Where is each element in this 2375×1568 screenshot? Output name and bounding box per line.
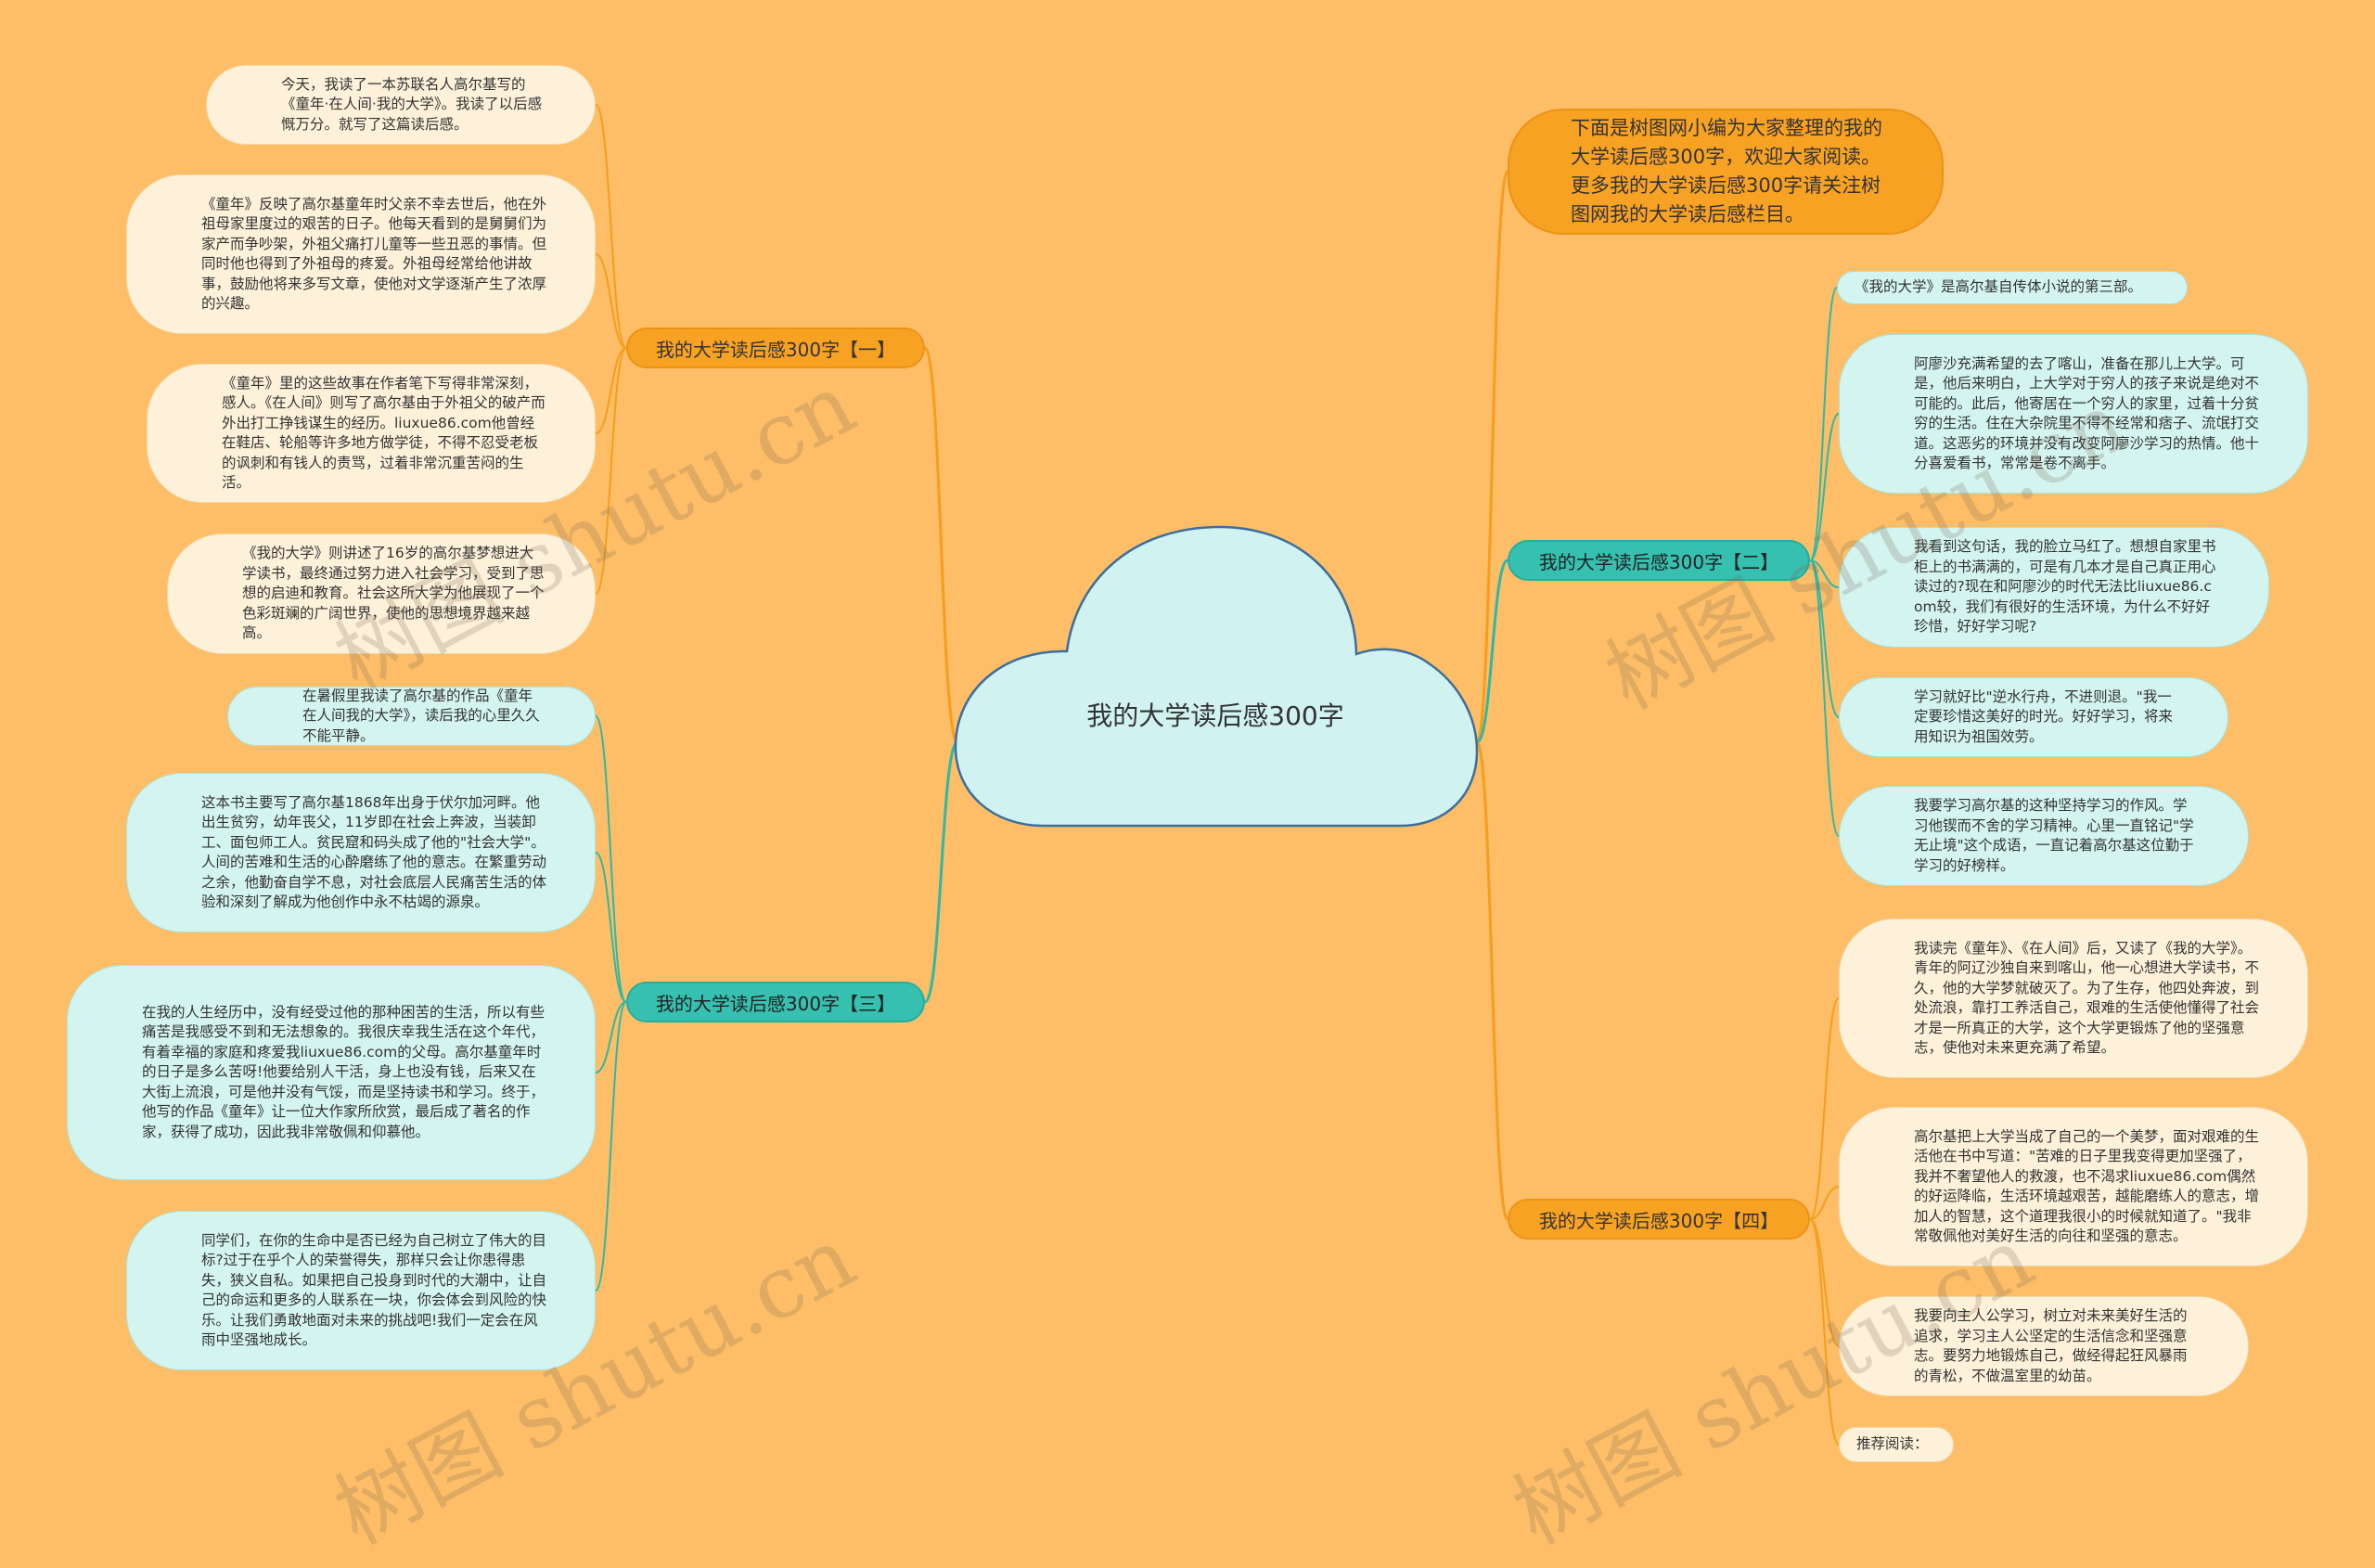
connector-line: [1809, 287, 1838, 561]
connector-line: [923, 740, 959, 1004]
connector-line: [1475, 559, 1509, 744]
branch-1-item-4[interactable]: 《我的大学》则讲述了16岁的高尔基梦想进大学读书，最终通过努力进入社会学习，受到…: [167, 533, 596, 654]
center-cloud[interactable]: [954, 525, 1479, 828]
connector-line: [595, 1001, 627, 1292]
branch-2-item-4[interactable]: 学习就好比"逆水行舟，不进则退。"我一定要珍惜这美好的时光。好好学习，将来用知识…: [1839, 677, 2228, 757]
connector-line: [1475, 170, 1509, 744]
intro-text: 下面是树图网小编为大家整理的我的大学读后感300字，欢迎大家阅读。更多我的大学读…: [1571, 117, 1882, 225]
branch-2-item-1[interactable]: 《我的大学》是高尔基自传体小说的第三部。: [1837, 271, 2188, 304]
branch-3-item-4[interactable]: 同学们，在你的生命中是否已经为自己树立了伟大的目标?过于在乎个人的荣誉得失，那样…: [126, 1211, 596, 1370]
branch-3-item-3[interactable]: 在我的人生经历中，没有经受过他的那种困苦的生活，所以有些痛苦是我感受不到和无法想…: [67, 965, 596, 1180]
branch-1-item-3[interactable]: 《童年》里的这些故事在作者笔下写得非常深刻，感人。《在人间》则写了高尔基由于外祖…: [147, 364, 596, 503]
branch-2-item-3[interactable]: 我看到这句话，我的脸立马红了。想想自家里书柜上的书满满的，可是有几本才是自己真正…: [1839, 527, 2269, 648]
branch-2-item-2[interactable]: 阿廖沙充满希望的去了喀山，准备在那儿上大学。可是，他后来明白，上大学对于穷人的孩…: [1839, 334, 2308, 494]
connector-line: [595, 104, 627, 349]
connector-line: [595, 715, 627, 1003]
mindmap-canvas: 我的大学读后感300字 下面是树图网小编为大家整理的我的大学读后感300字，欢迎…: [67, 65, 2308, 1563]
connector-line: [595, 347, 627, 434]
connector-line: [595, 852, 627, 1003]
branch-1-node[interactable]: 我的大学读后感300字【一】: [626, 328, 925, 368]
connector-line: [1809, 1218, 1840, 1446]
connector-line: [1809, 997, 1840, 1220]
connector-line: [595, 253, 627, 349]
branch-1-label: 我的大学读后感300字【一】: [655, 338, 896, 361]
mindmap-links: [595, 104, 1840, 1446]
connector-line: [923, 346, 959, 744]
branch-1-item-2[interactable]: 《童年》反映了高尔基童年时父亲不幸去世后，他在外祖母家里度过的艰苦的日子。他每天…: [126, 174, 596, 334]
branch-1-item-1[interactable]: 今天，我读了一本苏联名人高尔基写的《童年·在人间·我的大学》。我读了以后感慨万分…: [206, 65, 596, 145]
connector-line: [1475, 740, 1509, 1221]
branch-2-node[interactable]: 我的大学读后感300字【二】: [1508, 540, 1810, 581]
connector-line: [1809, 1186, 1840, 1220]
connector-line: [1809, 559, 1840, 588]
intro-node[interactable]: 下面是树图网小编为大家整理的我的大学读后感300字，欢迎大家阅读。更多我的大学读…: [1508, 109, 1944, 235]
branch-3-item-2[interactable]: 这本书主要写了高尔基1868年出身于伏尔加河畔。他出生贫穷，幼年丧父，11岁即在…: [126, 773, 596, 932]
branch-4-item-1[interactable]: 我读完《童年》、《在人间》后，又读了《我的大学》。青年的阿辽沙独自来到喀山，他一…: [1839, 919, 2308, 1078]
connector-line: [1809, 559, 1840, 718]
connector-line: [595, 1001, 627, 1073]
branch-4-node[interactable]: 我的大学读后感300字【四】: [1508, 1199, 1810, 1240]
branch-4-item-4[interactable]: 推荐阅读：: [1839, 1427, 1954, 1462]
connector-line: [1809, 559, 1840, 837]
branch-2-item-5[interactable]: 我要学习高尔基的这种坚持学习的作风。学习他锲而不舍的学习精神。心里一直铭记"学无…: [1839, 786, 2249, 886]
branch-2-label: 我的大学读后感300字【二】: [1538, 550, 1779, 573]
branch-3-node[interactable]: 我的大学读后感300字【三】: [626, 982, 925, 1022]
branch-4-item-2[interactable]: 高尔基把上大学当成了自己的一个美梦，面对艰难的生活他在书中写道："苦难的日子里我…: [1839, 1107, 2308, 1266]
connector-line: [595, 347, 627, 595]
branch-3-label: 我的大学读后感300字【三】: [655, 992, 896, 1015]
branch-4-item-3[interactable]: 我要向主人公学习，树立对未来美好生活的追求，学习主人公坚定的生活信念和坚强意志。…: [1839, 1296, 2249, 1396]
connector-line: [1809, 1218, 1840, 1347]
connector-line: [1809, 413, 1840, 561]
branch-4-label: 我的大学读后感300字【四】: [1538, 1209, 1779, 1232]
branch-3-item-1[interactable]: 在暑假里我读了高尔基的作品《童年在人间我的大学》，读后我的心里久久不能平静。: [227, 687, 596, 746]
